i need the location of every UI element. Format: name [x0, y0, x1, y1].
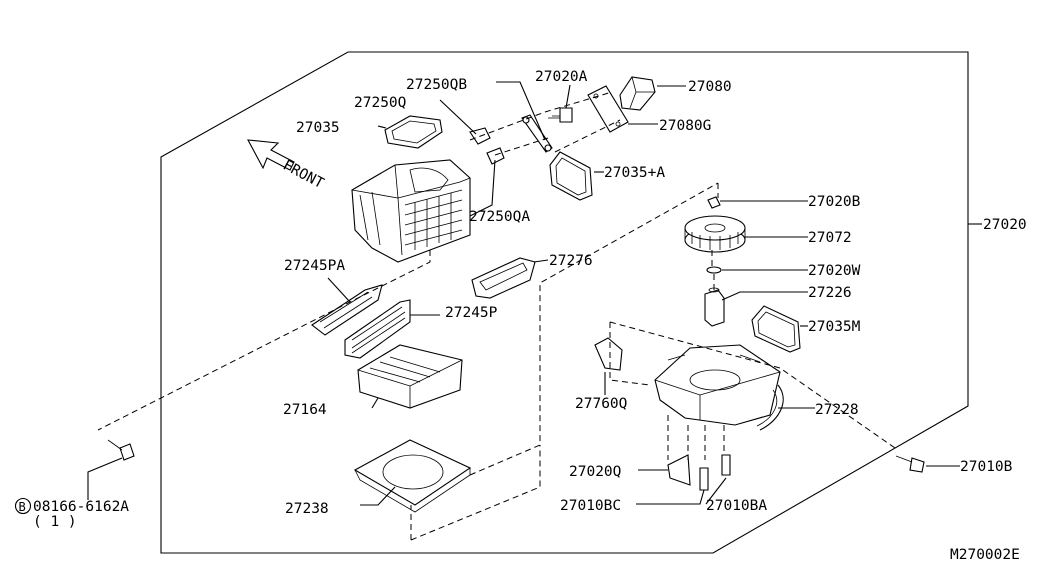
- nut-27020B: [707, 196, 721, 209]
- label-27250QB: 27250QB: [406, 77, 467, 93]
- label-27020Q: 27020Q: [569, 464, 621, 480]
- washer-27020W: [706, 266, 722, 274]
- clip-27250QA: [486, 147, 505, 165]
- label-27250Q: 27250Q: [354, 95, 406, 111]
- fan-27072: [684, 215, 746, 253]
- seal-27035A: [549, 151, 593, 201]
- seal-27035: [384, 115, 443, 149]
- label-27226: 27226: [808, 285, 852, 301]
- bolt-08166-6162A: [107, 439, 135, 461]
- blower-outline: [609, 321, 896, 460]
- front-arrow-icon: [247, 139, 295, 171]
- label-27276: 27276: [549, 253, 593, 269]
- label-27020B: 27020B: [808, 194, 861, 210]
- bolt-callout: B 08166-6162A ( 1 ): [14, 497, 129, 530]
- hidden-outline: [97, 182, 719, 540]
- label-27164: 27164: [283, 402, 327, 418]
- label-27238: 27238: [285, 501, 329, 517]
- filter-frame-27245PA: [311, 284, 383, 336]
- label-27010BA: 27010BA: [706, 498, 767, 514]
- motor-27226: [704, 287, 725, 327]
- label-27072: 27072: [808, 230, 852, 246]
- diagram-code: M270002E: [950, 547, 1020, 563]
- label-27080G: 27080G: [659, 118, 711, 134]
- screw-27010BC: [699, 467, 709, 491]
- filter-cover-27276: [471, 257, 536, 299]
- label-27760Q: 27760Q: [575, 396, 627, 412]
- duct-27238: [353, 439, 472, 513]
- bolt-quantity: ( 1 ): [33, 514, 77, 530]
- bolt-27010B: [895, 455, 925, 473]
- seal-27035M: [751, 305, 801, 353]
- label-27020W: 27020W: [808, 263, 861, 279]
- front-label: FRONT: [280, 157, 326, 192]
- label-27020A: 27020A: [535, 69, 588, 85]
- blower-case: [654, 344, 781, 426]
- air-filter-27164: [357, 344, 463, 409]
- label-27035M: 27035M: [808, 319, 861, 335]
- label-27020: 27020: [983, 217, 1027, 233]
- label-27010BC: 27010BC: [560, 498, 621, 514]
- filter-frame-27245P: [344, 299, 411, 359]
- label-27228: 27228: [815, 402, 859, 418]
- intake-housing: [351, 159, 471, 263]
- assembly-frame: [160, 51, 969, 554]
- label-27245P: 27245P: [445, 305, 498, 321]
- bracket-27250QB: [521, 114, 553, 153]
- actuator-27080: [619, 76, 656, 111]
- clip-27020Q: [667, 454, 691, 486]
- bolt-circle-letter: B: [19, 500, 26, 514]
- label-27035A: 27035+A: [604, 165, 665, 181]
- label-27035: 27035: [296, 120, 340, 136]
- bolt-part-number: 08166-6162A: [33, 499, 129, 515]
- resistor-27760Q: [594, 337, 623, 371]
- harness-27228: [756, 384, 784, 431]
- screw-27020A: [548, 107, 573, 123]
- label-27245PA: 27245PA: [284, 258, 345, 274]
- screw-27010BA: [721, 454, 731, 476]
- bolt-circle-icon: [14, 497, 32, 515]
- label-27250QA: 27250QA: [469, 209, 530, 225]
- label-27080: 27080: [688, 79, 732, 95]
- label-27010B: 27010B: [960, 459, 1013, 475]
